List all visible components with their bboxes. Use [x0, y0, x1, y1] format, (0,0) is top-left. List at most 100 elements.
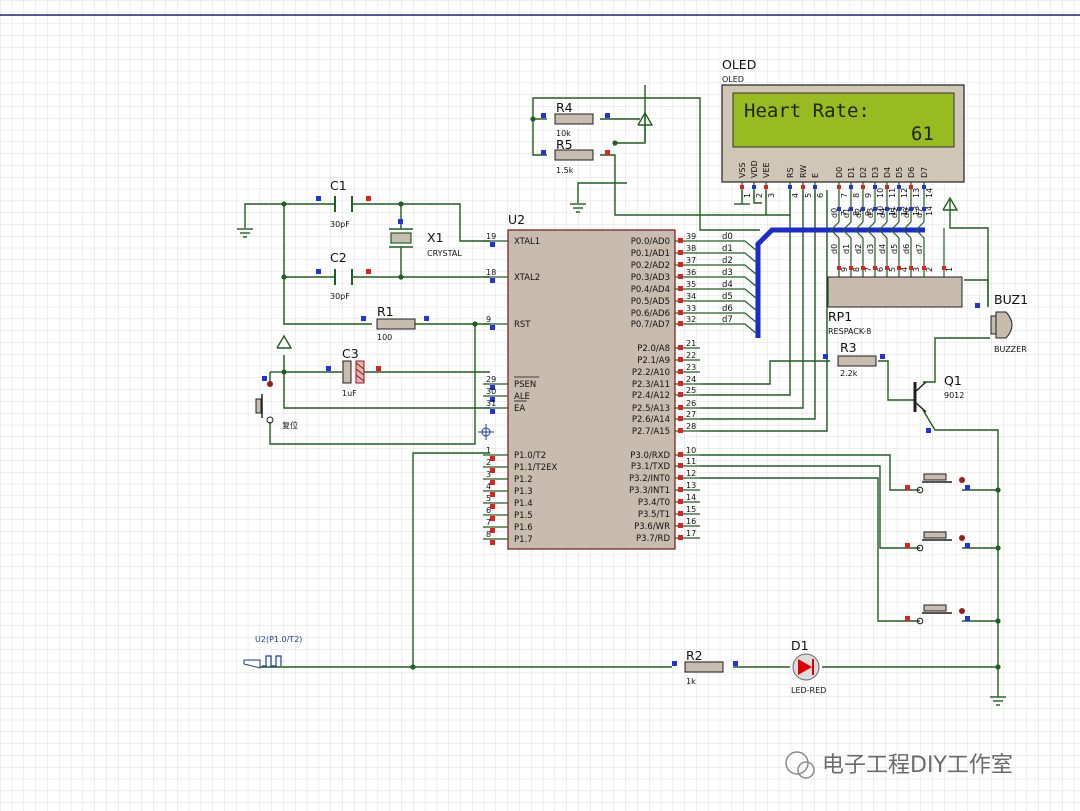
u2-pin-label: P1.0/T2 [514, 451, 546, 461]
oled-pin-number: 9 [864, 193, 873, 198]
u2-pin-number: 3 [486, 470, 491, 479]
u2-pin-label: P0.3/AD3 [631, 273, 670, 283]
watermark-text: 电子工程DIY工作室 [822, 753, 1013, 778]
u2-pin-label: XTAL2 [514, 273, 540, 283]
rp1-oled-pin-number: 14 [925, 206, 934, 216]
rp1-pin-number: 9 [840, 267, 849, 272]
u2-pin-label: P3.2/INT0 [629, 474, 670, 484]
u2-pin-number: 24 [686, 375, 696, 384]
bus-label: d6 [902, 208, 911, 218]
bus-label: d3 [722, 268, 733, 278]
rp1-oled-pin-number: 12 [900, 206, 909, 216]
oled-pin-number: 7 [840, 193, 849, 198]
c1-value: 30pF [330, 220, 350, 229]
r4-value: 10k [556, 129, 571, 138]
u2-pin-number: 37 [686, 256, 696, 265]
capacitor-c3[interactable]: C3 1uF [326, 346, 381, 398]
u2-pin-label: P1.5 [514, 511, 533, 521]
oled-pin-number: 2 [755, 193, 764, 198]
u2-pin-number: 25 [686, 386, 696, 395]
u2-pin-number: 31 [486, 399, 496, 408]
u2-pin-number: 12 [686, 469, 696, 478]
r1-value: 100 [377, 333, 392, 342]
u2-pin-number: 39 [686, 232, 696, 241]
key-button-2[interactable] [905, 531, 970, 552]
u2-pin-label: P2.7/A15 [632, 427, 670, 437]
capacitor-c1[interactable]: C1 30pF [316, 178, 371, 229]
u2-pin-label: P1.2 [514, 475, 533, 485]
rp1-pin-number: 8 [852, 267, 861, 272]
rp1-pin-number: 3 [912, 267, 921, 272]
u2-pin-number: 22 [686, 351, 696, 360]
u2-pin-number: 10 [686, 446, 696, 455]
u2-pin-number: 35 [686, 280, 696, 289]
q1-value: 9012 [944, 391, 964, 400]
u2-pin-number: 2 [486, 458, 491, 467]
rp1-pin-number: 5 [888, 267, 897, 272]
bus-label: d1 [842, 208, 851, 218]
crystal-x1[interactable]: X1 CRYSTAL [389, 219, 462, 258]
oled-pin-label: D2 [859, 167, 868, 178]
oled-display[interactable]: OLED OLED Heart Rate: 61 VSS1VDD2VEE3RS4… [721, 57, 965, 200]
resistor-r4[interactable]: R4 10k [541, 100, 610, 138]
u2-pin-label: P3.0/RXD [630, 451, 670, 461]
ground-symbols [237, 203, 1006, 706]
resistor-r1[interactable]: R1 100 [361, 304, 429, 342]
buzzer-buz1[interactable]: BUZ1 BUZZER [975, 292, 1028, 354]
bus-label: d7 [915, 208, 924, 218]
rp1-pin-number: 2 [925, 267, 934, 272]
oled-pin-number: 3 [767, 193, 776, 198]
pulse-generator[interactable]: U2(P1.0/T2) [243, 635, 302, 669]
oled-pin-label: D5 [895, 167, 904, 178]
r2-value: 1k [686, 677, 696, 686]
bus-label: d2 [854, 244, 863, 254]
power-symbols [276, 111, 959, 349]
u2-pin-label: EA [514, 404, 525, 414]
u2-pin-label: RST [514, 320, 531, 330]
bus-label: d1 [842, 244, 851, 254]
oled-pin-number: 14 [925, 188, 934, 198]
resistor-r2[interactable]: R2 1k [672, 648, 738, 686]
x1-value: CRYSTAL [427, 249, 462, 258]
r5-ref: R5 [556, 137, 573, 152]
c2-ref: C2 [330, 250, 347, 265]
rp1-ref: RP1 [828, 309, 852, 324]
r4-ref: R4 [556, 100, 573, 115]
led-d1[interactable]: D1 LED-RED [791, 638, 826, 695]
capacitor-c2[interactable]: C2 30pF [316, 250, 371, 301]
oled-pin-number: 5 [804, 193, 813, 198]
u2-pin-number: 36 [686, 268, 696, 277]
resistor-r3[interactable]: R3 2.2k [823, 340, 885, 378]
bus-label: d7 [915, 244, 924, 254]
buz1-value: BUZZER [994, 345, 1027, 354]
resistor-r5[interactable]: R5 1.5k [541, 137, 610, 175]
oled-pin-label: VSS [738, 162, 747, 178]
u2-pin-label: P2.0/A8 [637, 344, 670, 354]
d1-ref: D1 [791, 638, 809, 653]
oled-pin-number: 13 [912, 188, 921, 198]
rp1-oled-pin-number: 11 [888, 206, 897, 216]
u2-pin-number: 6 [486, 506, 491, 515]
reset-button[interactable]: 复位 [255, 376, 298, 430]
u2-pin-label: P3.1/TXD [631, 462, 671, 472]
rp1-oled-pin-number: 7 [840, 211, 849, 216]
x1-ref: X1 [427, 230, 444, 245]
bus-label: d0 [830, 244, 839, 254]
u2-pin-number: 21 [686, 339, 696, 348]
oled-pin-label: RW [799, 165, 808, 178]
r3-value: 2.2k [840, 369, 858, 378]
oled-screen [732, 92, 955, 148]
u2-microcontroller[interactable]: U2 19XTAL118XTAL29RST29PSEN30ALE31EA1P1.… [483, 212, 700, 550]
bus-label: d3 [866, 208, 875, 218]
bus-label: d5 [722, 292, 733, 302]
key-button-3[interactable] [905, 604, 970, 625]
u2-pin-number: 32 [686, 315, 696, 324]
transistor-q1[interactable]: Q1 9012 [913, 373, 964, 433]
u2-pin-number: 5 [486, 494, 491, 503]
u2-pin-number: 14 [686, 493, 696, 502]
rp1-part: RESPACK-8 [828, 327, 871, 336]
key-button-1[interactable] [905, 473, 970, 494]
u2-pin-label: P3.5/T1 [638, 510, 670, 520]
